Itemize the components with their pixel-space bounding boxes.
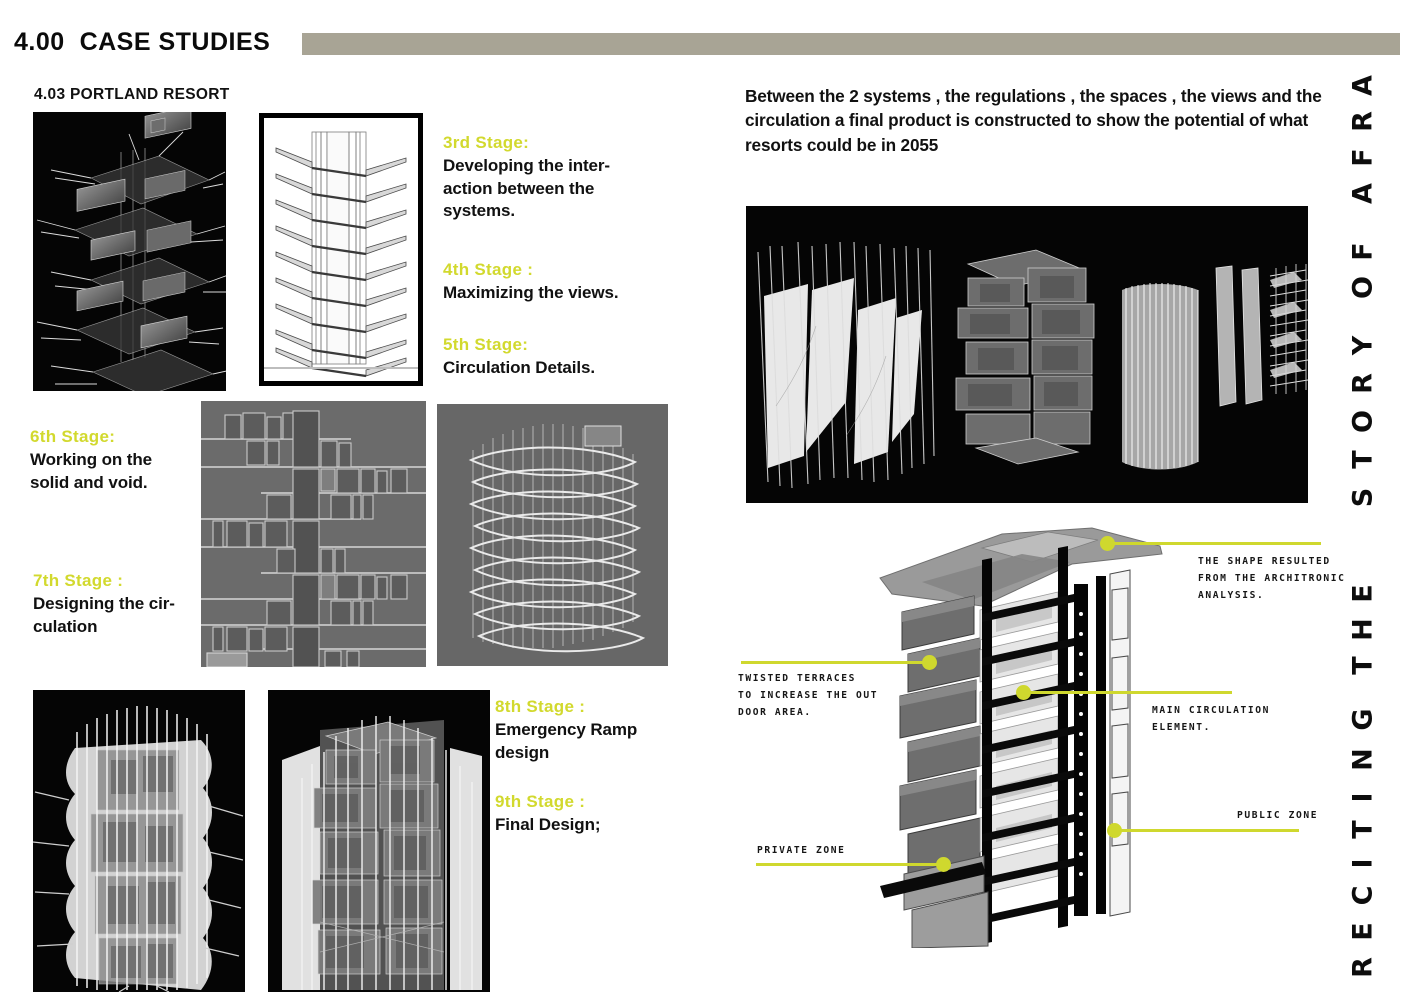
leader-line-terraces	[741, 661, 933, 664]
figure-section-terraces	[259, 113, 423, 386]
side-title-letter: I	[1347, 858, 1379, 869]
stage-3-body: Developing the inter- action between the…	[443, 155, 610, 221]
stage-5-body: Circulation Details.	[443, 357, 595, 377]
side-title-letter: E	[1347, 584, 1379, 603]
callout-public: PUBLIC ZONE	[1237, 810, 1319, 821]
side-title-letter: F	[1347, 148, 1379, 167]
side-title-letter: N	[1347, 748, 1379, 771]
side-title-letter: T	[1347, 450, 1379, 469]
caption-stage-8: 8th Stage : Emergency Ramp design	[495, 696, 705, 764]
leader-dot-private	[936, 857, 951, 872]
side-title-letter: I	[1347, 792, 1379, 803]
figure-solid-void	[201, 401, 426, 667]
stage-4-body: Maximizing the views.	[443, 282, 619, 302]
figure-exploded-trays	[33, 112, 226, 391]
caption-stage-9: 9th Stage : Final Design;	[495, 791, 705, 837]
subsection-title: 4.03 PORTLAND RESORT	[34, 86, 230, 103]
leader-dot-terraces	[922, 655, 937, 670]
section-title: CASE STUDIES	[79, 28, 271, 56]
stage-7-body: Designing the cir- culation	[33, 593, 175, 636]
leader-line-circulation	[1029, 691, 1232, 694]
side-title-letter: H	[1347, 618, 1379, 641]
stage-7-head: 7th Stage :	[33, 571, 124, 590]
side-title-letter: O	[1347, 276, 1379, 299]
caption-stage-7: 7th Stage : Designing the cir- culation	[33, 570, 228, 638]
side-title-letter: G	[1347, 708, 1379, 731]
side-title-letter: Y	[1347, 335, 1379, 356]
figure-final-massing	[268, 690, 490, 992]
callout-terraces: TWISTED TERRACES TO INCREASE THE OUT DOO…	[738, 673, 879, 718]
page-title: 4.00 CASE STUDIES	[14, 28, 270, 57]
stage-4-head: 4th Stage :	[443, 260, 534, 279]
callout-shape: THE SHAPE RESULTED FROM THE ARCHITRONIC …	[1198, 556, 1346, 601]
stage-8-body: Emergency Ramp design	[495, 719, 638, 762]
stage-5-head: 5th Stage:	[443, 335, 529, 354]
side-title-letter: E	[1347, 922, 1379, 941]
figure-systems-strip	[746, 206, 1308, 503]
figure-circulation-ribs	[437, 404, 668, 666]
callout-circulation: MAIN CIRCULATION ELEMENT.	[1152, 705, 1271, 733]
callout-private: PRIVATE ZONE	[757, 845, 846, 856]
side-title-letter: T	[1347, 656, 1379, 675]
side-title-letter: S	[1347, 487, 1379, 508]
stage-9-head: 9th Stage :	[495, 792, 586, 811]
caption-stage-4: 4th Stage : Maximizing the views.	[443, 259, 691, 305]
stage-6-body: Working on the solid and void.	[30, 449, 152, 492]
side-title-letter: O	[1347, 410, 1379, 433]
side-title-letter: R	[1347, 111, 1379, 132]
side-title-letter: R	[1347, 373, 1379, 394]
figure-ramp-cage	[33, 690, 245, 992]
leader-dot-public	[1107, 823, 1122, 838]
stage-9-body: Final Design;	[495, 814, 601, 834]
side-title-letter: A	[1347, 183, 1379, 204]
leader-dot-shape	[1100, 536, 1115, 551]
leader-line-public	[1119, 829, 1299, 832]
side-title-letter: A	[1347, 75, 1379, 96]
stage-6-head: 6th Stage:	[30, 427, 116, 446]
figure-final-section	[862, 518, 1192, 948]
caption-stage-5: 5th Stage: Circulation Details.	[443, 334, 691, 380]
stage-3-head: 3rd Stage:	[443, 133, 530, 152]
side-title-letter: R	[1347, 957, 1379, 978]
leader-line-shape	[1113, 542, 1321, 545]
leader-dot-circulation	[1016, 685, 1031, 700]
section-number: 4.00	[14, 28, 65, 56]
header-rule-bar	[302, 33, 1400, 55]
side-title-letter: F	[1347, 242, 1379, 261]
stage-8-head: 8th Stage :	[495, 697, 586, 716]
intro-paragraph: Between the 2 systems , the regulations …	[745, 86, 1322, 155]
caption-stage-6: 6th Stage: Working on the solid and void…	[30, 426, 210, 494]
side-title-reciting-the-story-of-afra: R E C I T I N G T H E S T O R Y O F A F …	[1323, 0, 1399, 992]
leader-line-private	[756, 863, 946, 866]
caption-stage-3: 3rd Stage: Developing the inter- action …	[443, 132, 691, 223]
